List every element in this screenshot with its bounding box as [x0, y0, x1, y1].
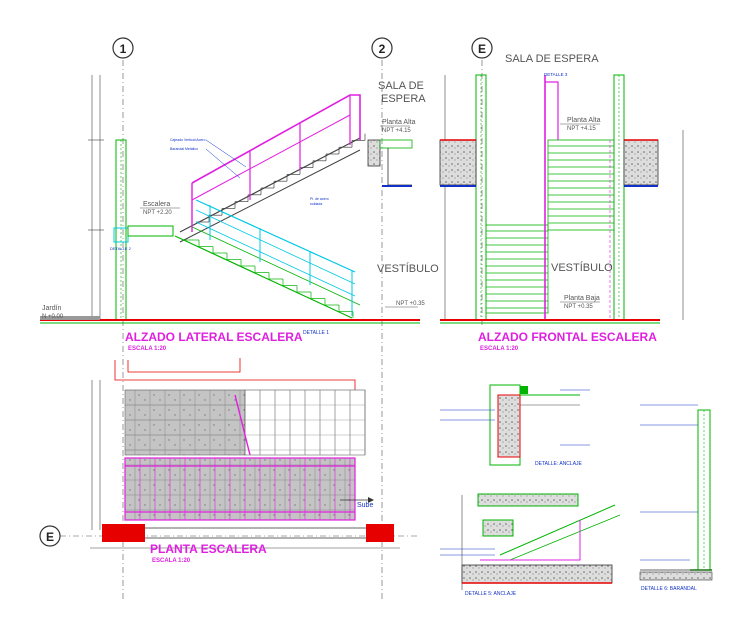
front-room-upper: SALA DE ESPERA [505, 53, 599, 65]
front-upper-steps [548, 145, 614, 224]
lower-flight-steps [185, 239, 354, 318]
front-level-bottom-value: NPT +0.35 [564, 304, 593, 310]
plan-scale: ESCALA 1:20 [152, 558, 191, 564]
side-detail-1: DETALLE 1 [303, 330, 329, 336]
grid-label-2: 2 [379, 42, 386, 56]
side-elevation: Cajeado Vertical Acero Barandal Metálico… [40, 75, 439, 352]
grid-bubble-2: 2 [371, 37, 393, 59]
front-level-top-value: NPT +4.15 [567, 126, 596, 132]
detail-b-label: DETALLE 5: ANCLAJE [465, 591, 517, 597]
plan-title: PLANTA ESCALERA [150, 542, 267, 556]
side-level-floor-value: NPT +0.35 [396, 301, 425, 307]
plan-upper-treads [125, 389, 366, 455]
side-detail-2: DETALLE 2 [110, 246, 132, 251]
grid-bubble-1: 1 [112, 37, 134, 59]
grid-bubble-e-top: E [471, 37, 493, 59]
plan-lower-treads [124, 458, 351, 520]
svg-text:Barandal Metálico: Barandal Metálico [170, 147, 198, 151]
front-scale: ESCALA 1:20 [480, 346, 519, 352]
plan-arrow-label: Sube [357, 502, 373, 509]
side-level-top-value: NPT +4.15 [382, 128, 411, 134]
side-level-top: Planta Alta [382, 119, 416, 126]
front-level-top: Planta Alta [567, 117, 601, 124]
detail-b: DETALLE 5: ANCLAJE [440, 493, 621, 597]
front-level-bottom: Planta Baja [564, 295, 600, 302]
side-room-upper-1: SALA DE [378, 80, 424, 92]
front-lower-steps [486, 230, 548, 309]
side-level-mid: Escalera [143, 201, 170, 208]
front-elevation: SALA DE ESPERA VESTÍBULO DETALLE 3 Plant… [439, 53, 684, 352]
grid-axes: 1 2 E E [39, 37, 493, 600]
grid-label-1: 1 [120, 42, 127, 56]
svg-text:Pl. de acero: Pl. de acero [310, 197, 329, 201]
svg-text:soldada: soldada [310, 202, 322, 206]
grid-label-e-top: E [478, 42, 486, 56]
side-level-garden-value: N +0.00 [42, 314, 64, 320]
grid-bubble-e-side: E [39, 525, 61, 547]
detail-c: DETALLE 6: BARANDAL [639, 404, 713, 592]
front-title: ALZADO FRONTAL ESCALERA [478, 330, 657, 344]
upper-flight-steps [196, 133, 366, 223]
detail-a-label: DETALLE: ANCLAJE [535, 461, 583, 467]
side-level-mid-value: NPT +2.20 [143, 210, 172, 216]
detail-c-label: DETALLE 6: BARANDAL [641, 586, 697, 592]
side-scale: ESCALA 1:20 [128, 346, 167, 352]
front-room-lower: VESTÍBULO [551, 261, 613, 274]
stair-plan: Sube PLANTA ESCALERA ESCALA 1:20 [90, 358, 400, 564]
svg-text:Cajeado Vertical Acero: Cajeado Vertical Acero [170, 138, 205, 142]
side-room-upper-2: ESPERA [381, 93, 426, 105]
front-detail-tag: DETALLE 3 [544, 72, 568, 77]
detail-a: DETALLE: ANCLAJE [440, 384, 590, 467]
side-room-lower: VESTÍBULO [377, 262, 439, 275]
grid-label-e-side: E [46, 530, 54, 544]
side-title: ALZADO LATERAL ESCALERA [125, 330, 303, 344]
side-level-garden: Jardín [42, 305, 62, 312]
